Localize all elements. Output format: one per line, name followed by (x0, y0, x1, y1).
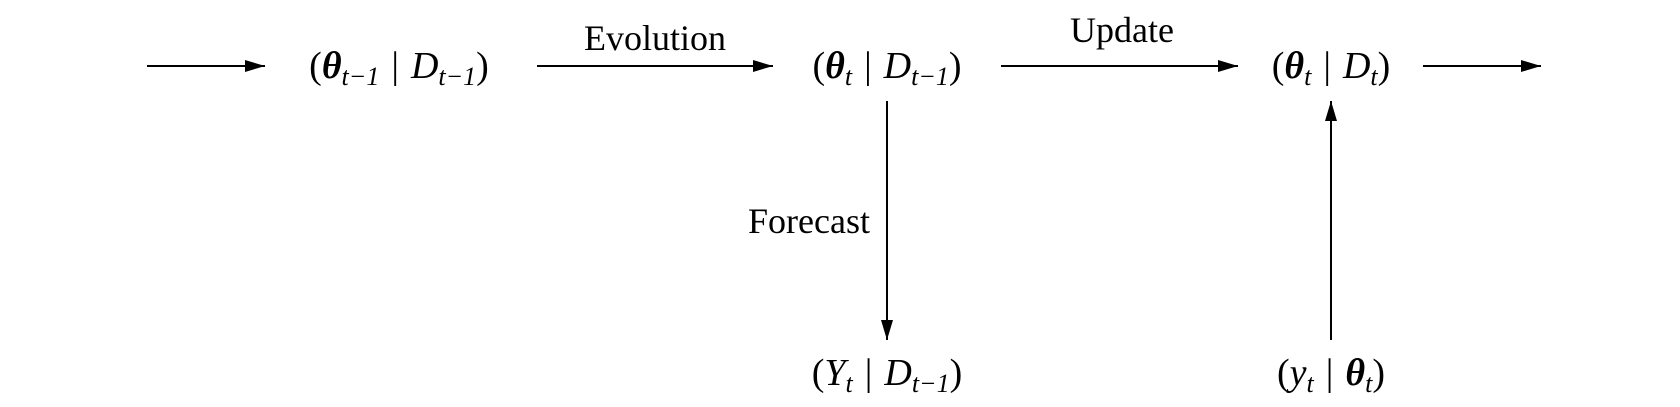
conditional-bar: | (864, 45, 872, 87)
forecast-symbol: Y (824, 352, 849, 394)
open-paren: ( (309, 45, 322, 87)
data-symbol: D (883, 45, 911, 87)
data-subscript: t−1 (911, 62, 949, 91)
node-posterior-current: (θt|Dt) (1272, 45, 1391, 91)
open-paren: ( (812, 45, 825, 87)
conditional-bar: | (1326, 352, 1334, 394)
theta-subscript: t (1304, 62, 1312, 91)
data-symbol: D (883, 352, 911, 394)
theta-symbol: θ (1284, 45, 1304, 87)
evolution-label: Evolution (584, 18, 726, 58)
theta-subscript: t (1365, 369, 1373, 398)
node-prior-current: (θt | Dt−1) (812, 45, 961, 91)
forecast-label: Forecast (748, 201, 870, 241)
theta-symbol: θ (825, 45, 845, 87)
data-subscript: t (1370, 62, 1378, 91)
open-paren: ( (812, 352, 825, 394)
close-paren: ) (949, 45, 962, 87)
conditional-bar: | (1323, 45, 1331, 87)
update-label: Update (1070, 10, 1174, 50)
theta-subscript: t (845, 62, 853, 91)
data-symbol: D (1342, 45, 1370, 87)
open-paren: ( (1277, 352, 1290, 394)
node-observation: (yt|θt) (1277, 352, 1385, 398)
forecast-subscript: t (846, 369, 854, 398)
data-subscript: t−1 (438, 62, 476, 91)
close-paren: ) (1378, 45, 1391, 87)
data-symbol: D (410, 45, 438, 87)
theta-symbol: θ (322, 45, 342, 87)
theta-symbol: θ (1345, 352, 1365, 394)
observation-symbol: y (1286, 352, 1307, 394)
node-forecast: (Yt |Dt−1) (812, 352, 963, 398)
theta-subscript: t−1 (342, 62, 380, 91)
conditional-bar: | (865, 352, 873, 394)
observation-subscript: t (1307, 369, 1315, 398)
data-subscript: t−1 (912, 369, 950, 398)
node-prior-previous: (θt−1|Dt−1) (309, 45, 489, 91)
close-paren: ) (950, 352, 963, 394)
close-paren: ) (476, 45, 489, 87)
open-paren: ( (1272, 45, 1285, 87)
conditional-bar: | (391, 45, 399, 87)
close-paren: ) (1372, 352, 1385, 394)
